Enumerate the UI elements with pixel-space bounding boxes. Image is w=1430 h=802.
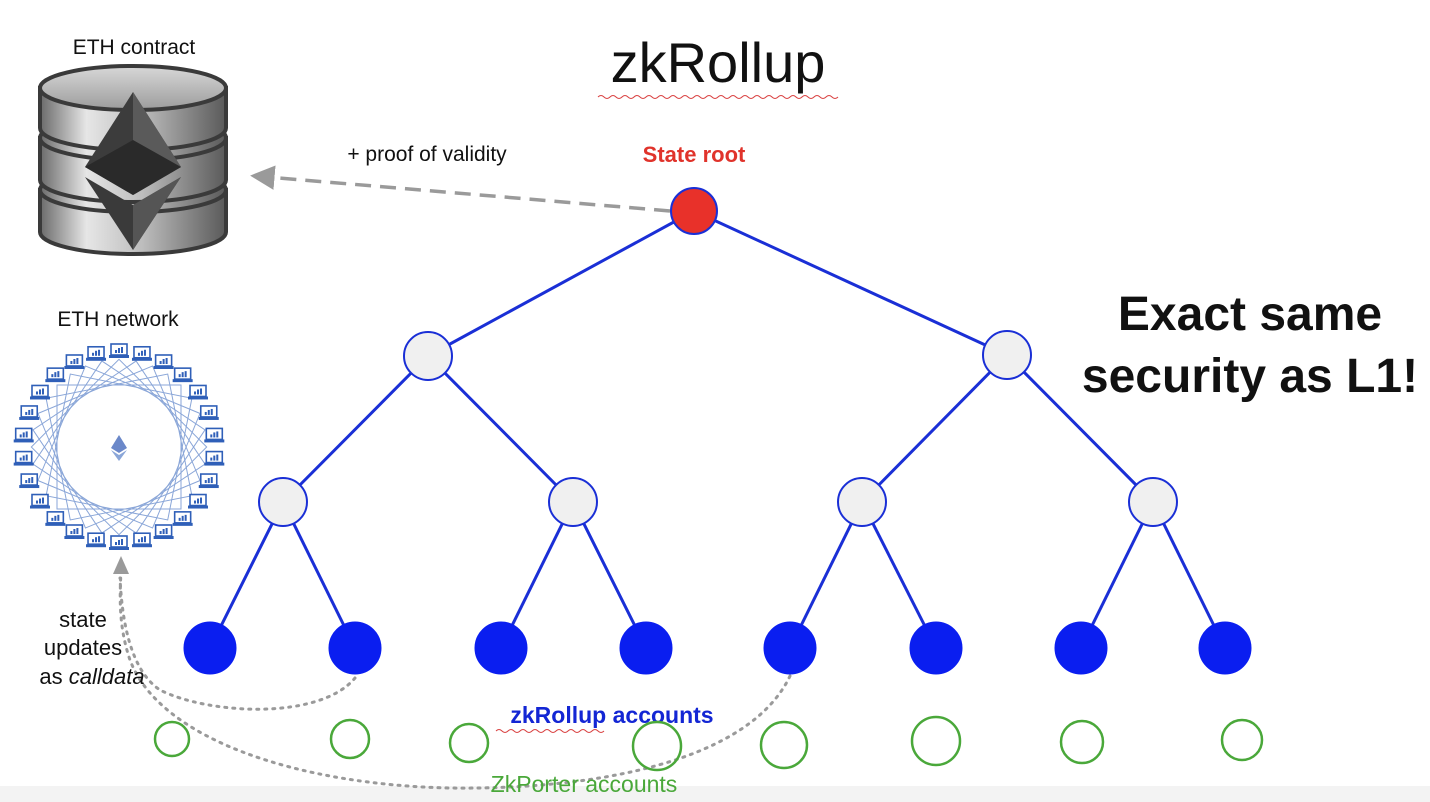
merkle-tree	[183, 187, 1252, 675]
tree-edge	[860, 353, 1009, 504]
laptop-node-icon	[109, 535, 129, 550]
laptop-node-icon	[19, 473, 40, 489]
laptop-node-icon	[198, 405, 219, 420]
tree-edge	[281, 354, 430, 504]
tree-edge	[281, 501, 357, 649]
zkrollup-spellcheck-underline	[495, 729, 605, 733]
tree-inner-node	[837, 477, 887, 527]
tree-edge	[1079, 501, 1155, 649]
laptop-node-icon	[153, 354, 174, 369]
tree-edge	[426, 354, 575, 504]
proof-arrow	[250, 165, 671, 213]
network-link-square	[32, 360, 206, 534]
tree-edge	[427, 209, 695, 358]
zkporter-account-node	[759, 720, 809, 770]
laptop-node-icon	[188, 384, 209, 400]
zkrollup-account-node	[328, 621, 382, 675]
zkporter-account-node	[910, 715, 962, 767]
headline-line1: Exact same	[1118, 288, 1382, 341]
network-link-square	[45, 373, 193, 521]
laptop-node-icon	[204, 427, 225, 443]
laptop-node-icon	[29, 384, 50, 400]
laptop-node-icon	[13, 427, 34, 443]
laptop-node-icon	[172, 367, 193, 383]
tree-inner-node	[548, 477, 598, 527]
laptop-node-icon	[188, 493, 209, 509]
network-link-square	[45, 373, 193, 521]
laptop-node-icon	[64, 354, 85, 369]
eth-network-illustration	[13, 343, 225, 550]
network-link-square	[37, 365, 201, 529]
laptop-node-icon	[153, 524, 174, 540]
zkporter-account-node	[153, 720, 191, 758]
headline-line2: security as L1!	[1082, 350, 1418, 403]
network-label: ETH network	[57, 308, 179, 331]
bottom-band	[0, 786, 1430, 802]
laptop-node-icon	[13, 450, 34, 466]
laptop-node-icon	[131, 345, 152, 361]
page-title: zkRollup	[611, 31, 826, 94]
network-link-square	[32, 360, 206, 534]
state-root-label: State root	[643, 142, 746, 167]
zkrollup-accounts-label: zkRollup accounts	[510, 702, 713, 728]
zkrollup-account-node	[1198, 621, 1252, 675]
tree-edge	[571, 501, 648, 649]
tree-edge	[788, 501, 864, 649]
zkporter-account-node	[631, 720, 683, 772]
state-updates-line1: state	[59, 607, 107, 632]
zkrollup-account-node	[183, 621, 237, 675]
tree-edge	[208, 501, 285, 649]
tree-inner-node	[403, 331, 453, 381]
laptop-node-icon	[86, 345, 107, 361]
zkporter-account-node	[448, 722, 490, 764]
zkrollup-account-node	[474, 621, 528, 675]
zkrollup-account-node	[763, 621, 817, 675]
eth-contract-database-icon	[38, 64, 228, 256]
laptop-node-icon	[29, 493, 50, 509]
zkrollup-account-node	[1054, 621, 1108, 675]
laptop-node-icon	[45, 367, 66, 383]
state-updates-as: as	[39, 664, 68, 689]
laptop-node-icon	[64, 524, 85, 540]
laptop-node-icon	[172, 511, 193, 526]
zkporter-account-node	[1220, 718, 1264, 762]
network-link-square	[30, 358, 208, 536]
zkporter-account-node	[329, 718, 371, 760]
tree-inner-node	[1128, 477, 1178, 527]
dotted-curve-1	[118, 576, 357, 711]
state-root-node	[670, 187, 718, 235]
state-updates-line2: updates	[44, 635, 122, 660]
state-updates-calldata: calldata	[69, 664, 145, 689]
zkporter-accounts	[153, 715, 1264, 772]
contract-label: ETH contract	[73, 36, 196, 59]
tree-edge	[1005, 353, 1155, 504]
tree-inner-node	[982, 330, 1032, 380]
laptop-node-icon	[45, 511, 66, 526]
dotted-arrow-head	[113, 556, 129, 574]
tree-edge	[693, 209, 1008, 357]
zkporter-account-node	[1059, 719, 1105, 765]
dotted-curve-2	[118, 568, 792, 790]
tree-edge	[860, 501, 938, 649]
network-link-square	[56, 384, 182, 510]
laptop-node-icon	[198, 473, 219, 489]
laptop-node-icon	[19, 405, 40, 420]
state-updates-line3: as calldata	[39, 664, 144, 689]
proof-label: + proof of validity	[347, 143, 507, 166]
eth-logo-small-icon	[111, 435, 127, 453]
tree-inner-node	[258, 477, 308, 527]
zkporter-accounts-label: ZkPorter accounts	[491, 771, 678, 797]
title-spellcheck-underline	[597, 95, 839, 99]
tree-edge	[499, 501, 575, 649]
laptop-node-icon	[109, 343, 129, 358]
tree-edge	[1151, 501, 1227, 649]
laptop-node-icon	[86, 532, 107, 548]
eth-logo-small-lower	[111, 450, 127, 461]
zkrollup-account-node	[909, 621, 963, 675]
laptop-node-icon	[131, 532, 152, 548]
zkrollup-account-node	[619, 621, 673, 675]
network-link-square	[37, 365, 201, 529]
laptop-node-icon	[204, 450, 225, 466]
